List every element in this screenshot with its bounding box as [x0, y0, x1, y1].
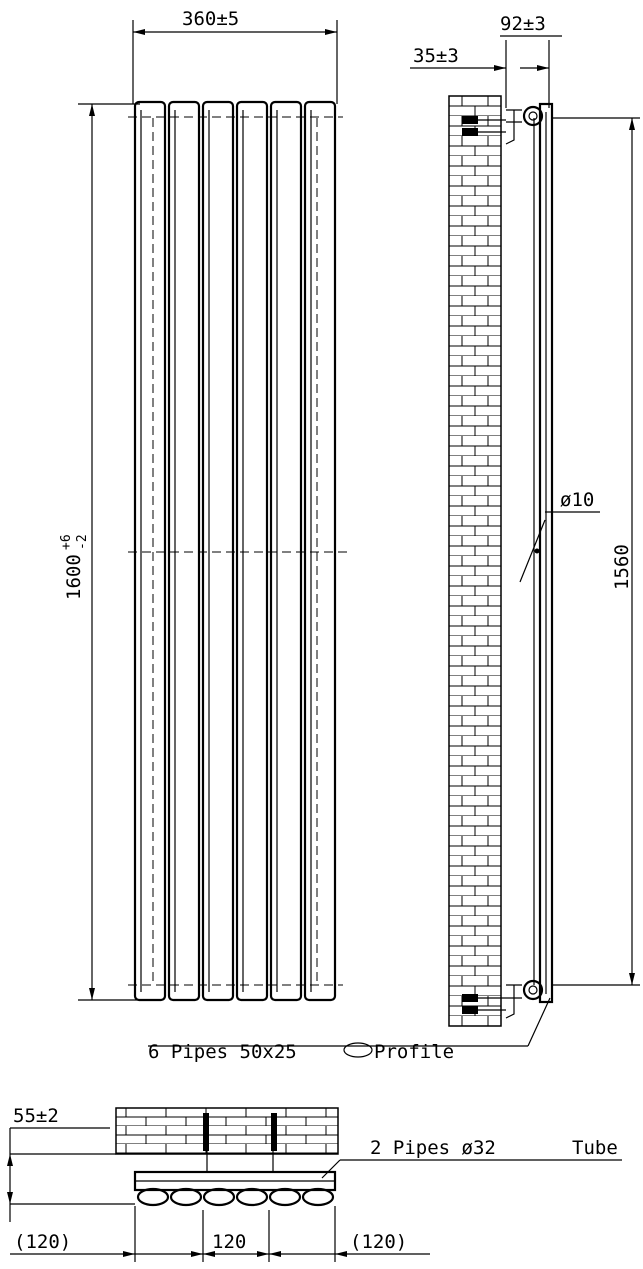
depth-dimension-label: 92±3 [500, 13, 546, 35]
height-tolerance-plus: +6 [59, 534, 74, 550]
width-dimension-label: 360±5 [182, 8, 239, 30]
front-view: 360±5 1600 +6 -2 [59, 8, 350, 1002]
wall-gap-dimension-label: 35±3 [413, 45, 459, 67]
top-view: 55±2 [7, 1105, 622, 1262]
height-dimension-label: 1600 [63, 554, 85, 600]
front-pipes [133, 100, 337, 1002]
bracket-diameter-label: ø10 [560, 489, 594, 511]
profile-symbol [343, 1042, 373, 1058]
pipes-label: 6 Pipes 50x25 [148, 1041, 297, 1063]
side-view: 92±3 35±3 1560 [148, 13, 640, 1047]
profile-label: Profile [374, 1041, 454, 1063]
tube-pipes-label: 2 Pipes ø32 [370, 1137, 496, 1159]
span-mid-label: 120 [212, 1231, 246, 1253]
tube-label: Tube [572, 1137, 618, 1159]
side-height-label: 1560 [611, 544, 633, 590]
span-left-label: (120) [14, 1231, 71, 1253]
bottom-gap-label: 55±2 [13, 1105, 59, 1127]
span-right-label: (120) [350, 1231, 407, 1253]
height-tolerance-minus: -2 [75, 534, 90, 550]
